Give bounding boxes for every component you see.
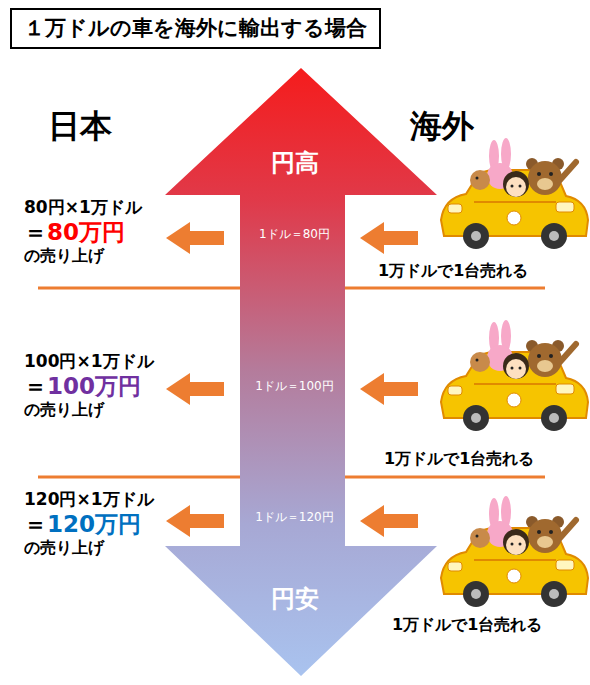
- calc-line: 100円×1万ドル: [24, 352, 154, 372]
- equals-sign: ＝: [24, 373, 47, 399]
- sales-amount: ＝80万円: [24, 219, 125, 245]
- double-arrow: 円高 1ドル＝80円 1ドル＝100円 1ドル＝120円円安: [165, 68, 437, 678]
- country-label: 海外: [410, 108, 474, 145]
- calc-line: 120円×1万ドル: [24, 490, 154, 510]
- car-caption: 1万ドルで1台売れる: [392, 616, 542, 634]
- car-caption: 1万ドルで1台売れる: [384, 450, 534, 468]
- country-label: 日本: [48, 108, 112, 145]
- amount-value: 120万円: [47, 511, 141, 537]
- rate-label: 1ドル＝80円: [259, 228, 330, 242]
- rate-label: 1ドル＝120円: [255, 511, 334, 525]
- equals-sign: ＝: [24, 511, 47, 537]
- car-caption: 1万ドルで1台売れる: [378, 262, 528, 280]
- sales-amount: ＝120万円: [24, 511, 141, 537]
- arrow-heading: 円安: [271, 586, 319, 614]
- rate-label: 1ドル＝100円: [255, 380, 334, 394]
- sales-amount: ＝100万円: [24, 373, 141, 399]
- sales-note: の売り上げ: [24, 539, 104, 557]
- sales-note: の売り上げ: [24, 401, 104, 419]
- amount-value: 80万円: [47, 219, 125, 245]
- amount-value: 100万円: [47, 373, 141, 399]
- sales-note: の売り上げ: [24, 247, 104, 265]
- arrow-heading: 円高: [271, 150, 319, 178]
- title-box: １万ドルの車を海外に輸出する場合: [10, 8, 381, 49]
- equals-sign: ＝: [24, 219, 47, 245]
- calc-line: 80円×1万ドル: [24, 198, 142, 218]
